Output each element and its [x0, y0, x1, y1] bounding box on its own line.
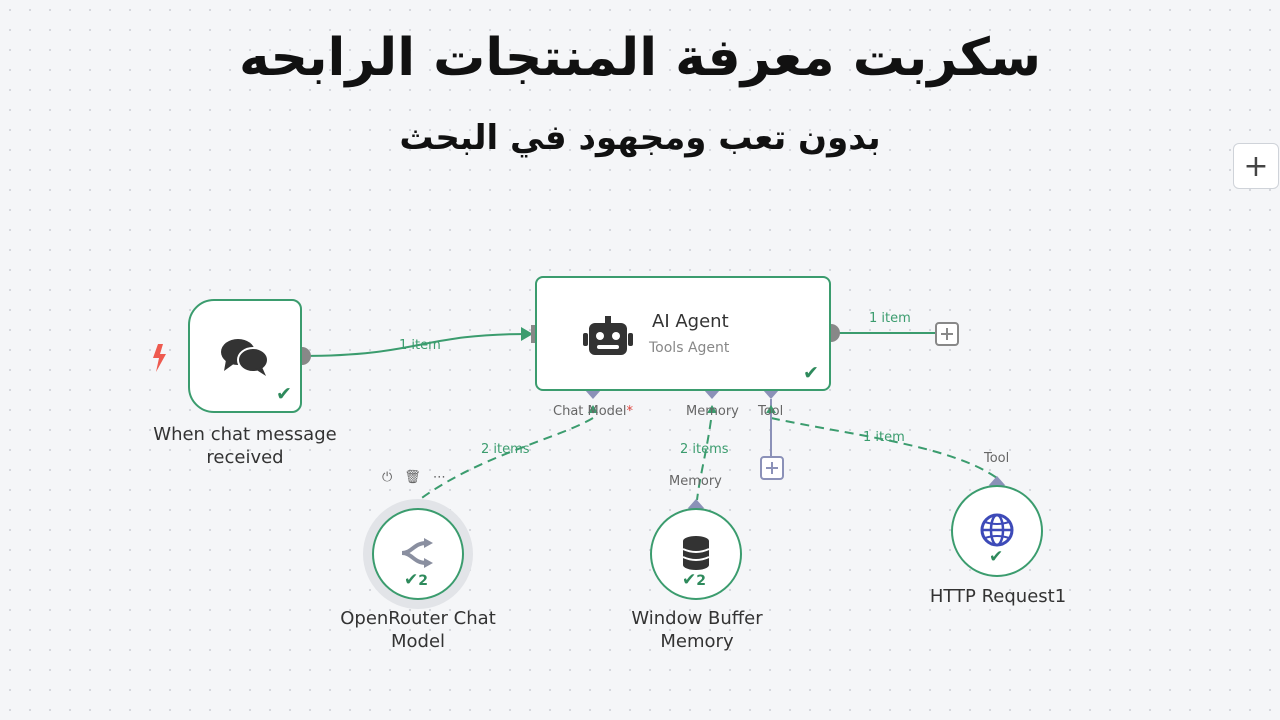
banner-subtitle: بدون تعب ومجهود في البحث: [399, 118, 881, 158]
node-ai-agent[interactable]: ✔: [535, 276, 831, 391]
openrouter-node-label: OpenRouter Chat Model: [340, 608, 496, 652]
edge-label: 1 item: [399, 338, 441, 353]
trash-icon[interactable]: 🗑: [404, 470, 421, 485]
edge-arrowhead: [521, 327, 533, 341]
port-label-memory: Memory: [686, 404, 739, 419]
edge-tool-link: [770, 417, 998, 479]
edge-label: 1 item: [863, 430, 905, 445]
node-http-request[interactable]: ✔: [951, 485, 1043, 577]
globe-icon: [980, 513, 1014, 547]
memory-node-label: Window Buffer Memory: [631, 608, 763, 652]
edge-label: 2 items: [481, 442, 530, 457]
success-check-icon: ✔: [276, 383, 292, 405]
edge-label: 2 items: [680, 442, 729, 457]
chat-bubbles-icon: [221, 339, 269, 376]
agent-node-subtitle: Tools Agent: [649, 340, 730, 356]
banner-title: سكربت معرفة المنتجات الرابحه: [238, 28, 1042, 88]
trigger-bolt-icon: [153, 344, 166, 372]
port-triangle: [766, 405, 776, 413]
node-window-buffer-memory[interactable]: ✔2: [650, 508, 742, 600]
edge-trigger-to-agent: [301, 333, 529, 357]
agent-node-title: AI Agent: [652, 311, 729, 332]
edge-model-link: [418, 417, 594, 501]
robot-icon: [583, 316, 633, 355]
success-check-icon: ✔2: [682, 570, 706, 590]
port-triangle: [707, 405, 717, 413]
port-label-chat-model: Chat Model*: [553, 404, 634, 419]
add-node-button[interactable]: +: [1233, 143, 1279, 189]
success-check-icon: ✔: [803, 362, 819, 384]
node-toolbar: ⏻ 🗑 ⋯: [382, 470, 446, 485]
http-node-label: HTTP Request1: [929, 586, 1067, 607]
port-triangle: [588, 405, 598, 413]
node-chat-trigger[interactable]: ✔: [188, 299, 302, 413]
more-icon[interactable]: ⋯: [432, 470, 446, 485]
database-icon: [682, 536, 710, 570]
success-check-icon: ✔2: [404, 570, 428, 590]
success-check-icon: ✔: [989, 547, 1004, 567]
port-label-tool: Tool: [758, 404, 784, 419]
edge-label: 1 item: [869, 311, 911, 326]
node-openrouter-chat-model[interactable]: ✔2: [372, 508, 464, 600]
power-icon[interactable]: ⏻: [382, 470, 393, 485]
openrouter-icon: [401, 538, 433, 568]
trigger-node-label: When chat message received: [153, 424, 337, 468]
port-label-memory-input: Memory: [669, 474, 722, 489]
port-label-tool-input: Tool: [984, 451, 1010, 466]
